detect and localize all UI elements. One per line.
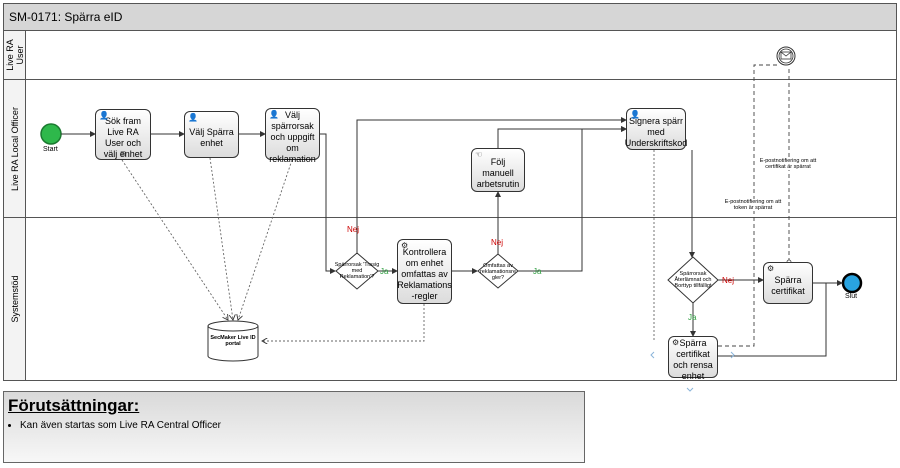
service-task-icon: ⚙ <box>401 241 409 250</box>
process-pool: SM-0171: Spärra eID Live RA User Live RA… <box>3 3 897 381</box>
prerequisites-title: Förutsättningar: <box>8 396 140 415</box>
flow-g2-t5-ja <box>518 126 627 272</box>
gateway-label-reklamation: Omfattas av reklamationsre gler? <box>479 263 517 281</box>
assoc-t1-db <box>121 159 228 320</box>
datastore-label: SecMaker Live ID portal <box>210 335 256 347</box>
task-manuell-rutin[interactable]: ☜Följ manuell arbetsrutin <box>471 148 525 192</box>
service-task-icon: ⚙ <box>672 338 680 347</box>
prerequisites-list: Kan även startas som Live RA Central Off… <box>8 420 221 431</box>
flow-t4-t5 <box>497 126 627 148</box>
gateway-label-trasig: Spärrorsak 'Trasig med Reklamation'? <box>334 262 380 280</box>
task-sparra-certifikat[interactable]: ⚙Spärra certifikat <box>763 262 813 304</box>
lane-user: Live RA User <box>4 31 896 80</box>
assoc-t6-db <box>262 304 425 341</box>
datastore-cylinder <box>207 320 259 362</box>
pool-title: SM-0171: Spärra eID <box>4 4 896 31</box>
flow-label-ja-1: Ja <box>380 267 389 276</box>
lane-label-officer: Live RA Local Officer <box>4 80 26 217</box>
gateway-label-aterlamnat: Spärrorsak Återlämnat och Borttyp tillfä… <box>674 271 712 289</box>
subprocess-marker-icon: ⊟ <box>120 151 126 158</box>
start-label: Start <box>43 146 58 153</box>
flow-label-ja-3: Ja <box>688 313 697 322</box>
task-valj-sparrorsak[interactable]: 👤Välj spärrorsak och uppgift om reklamat… <box>265 108 320 164</box>
start-event[interactable] <box>40 123 62 145</box>
flow-t8-end <box>718 283 827 357</box>
assoc-t3-db <box>238 159 293 320</box>
task-sok-fram[interactable]: 👤Sök fram Live RA User och välj enhet⊟ <box>95 109 151 160</box>
task-signera-sparr[interactable]: 👤Signera spärr med Underskriftskod <box>625 108 687 150</box>
task-sparra-rensa[interactable]: ⚙Spärra certifikat och rensa enhet <box>668 336 718 381</box>
user-task-icon: 👤 <box>269 110 279 119</box>
assoc-t2-db <box>209 157 233 320</box>
lane-system: Systemstöd <box>4 218 896 380</box>
flow-label-nej-2: Nej <box>491 238 504 247</box>
task-kontrollera[interactable]: ⚙Kontrollera om enhet omfattas av Reklam… <box>397 239 452 304</box>
task-valj-sparra[interactable]: 👤Välj Spärra enhet <box>184 111 239 158</box>
gateway-trasig[interactable] <box>335 252 379 290</box>
user-task-icon: 👤 <box>188 113 198 122</box>
note-certifikat: E-postnotifiering om att certifikat är s… <box>756 158 820 170</box>
flow-t3-g1 <box>320 133 336 274</box>
prerequisites-panel: Förutsättningar: Kan även startas som Li… <box>3 391 585 463</box>
user-task-icon: 👤 <box>630 110 640 119</box>
note-token: E-postnotifiering om att token är spärra… <box>718 199 788 211</box>
lane-label-system: Systemstöd <box>4 218 26 380</box>
flow-label-nej-1: Nej <box>347 225 360 234</box>
lane-label-user: Live RA User <box>4 31 26 79</box>
flow-g1-t5-nej <box>356 117 627 253</box>
message-event[interactable] <box>776 46 796 66</box>
flow-label-ja-2: Ja <box>533 267 542 276</box>
end-label: Slut <box>845 293 858 300</box>
gateway-reklamation[interactable] <box>477 253 519 289</box>
end-event[interactable] <box>841 272 863 294</box>
lane-officer: Live RA Local Officer <box>4 80 896 218</box>
user-task-icon: 👤 <box>99 111 109 120</box>
prerequisites-item: Kan även startas som Live RA Central Off… <box>20 420 221 431</box>
flow-label-nej-3: Nej <box>722 276 735 285</box>
manual-task-icon: ☜ <box>475 150 483 159</box>
service-task-icon: ⚙ <box>767 264 775 273</box>
